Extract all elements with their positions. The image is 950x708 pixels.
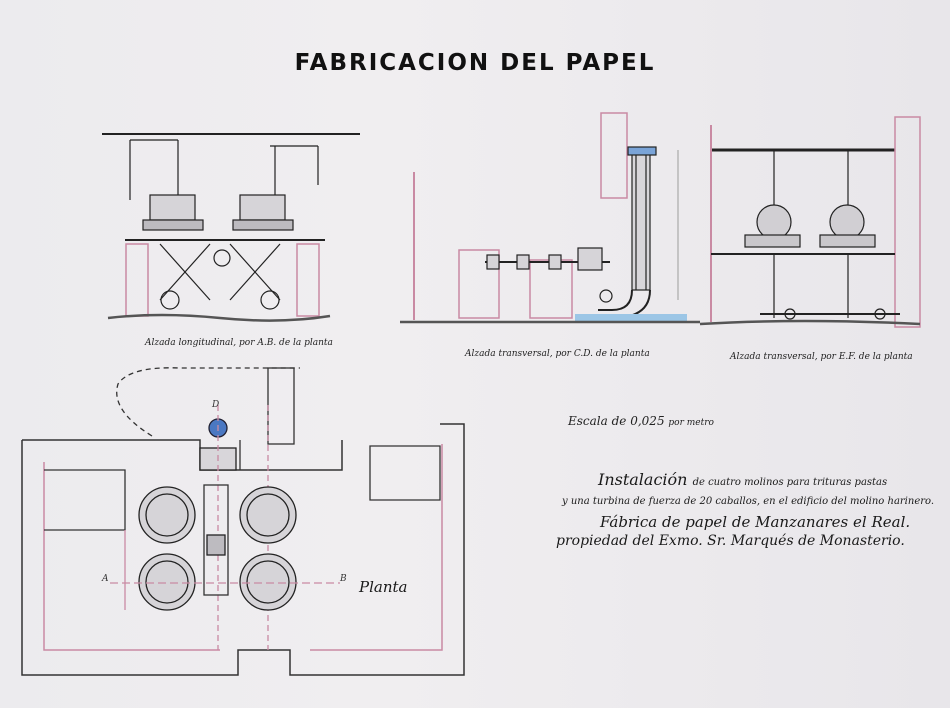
drawing-title: FABRICACION DEL PAPEL xyxy=(294,50,656,76)
section-letter-b: B xyxy=(340,574,347,584)
plan-view xyxy=(21,367,465,676)
elevation-ef xyxy=(699,116,921,328)
plan-label: Planta xyxy=(359,578,408,596)
caption-elevation-cd: Alzada transversal, por C.D. de la plant… xyxy=(465,349,650,359)
scale-value: 0,025 xyxy=(630,414,665,428)
section-letter-d: D xyxy=(212,400,220,410)
legend-heading-rest: de cuatro molinos para trituras pastas xyxy=(692,477,888,488)
elevation-cd xyxy=(400,112,700,324)
caption-elevation-ab: Alzada longitudinal, por A.B. de la plan… xyxy=(145,338,333,348)
legend-line-4: propiedad del Exmo. Sr. Marqués de Monas… xyxy=(556,533,905,549)
legend-line-1: Instalación de cuatro molinos para tritu… xyxy=(598,470,887,489)
caption-elevation-ef: Alzada transversal, por E.F. de la plant… xyxy=(730,352,913,362)
scale-note: Escala de 0,025 por metro xyxy=(568,414,714,428)
scale-prefix: Escala de xyxy=(568,414,627,428)
legend-line-2: y una turbina de fuerza de 20 caballos, … xyxy=(562,496,935,507)
legend-heading: Instalación xyxy=(598,470,688,489)
legend-line-3: Fábrica de papel de Manzanares el Real. xyxy=(600,513,911,531)
section-letter-a: A xyxy=(102,574,109,584)
elevation-ab xyxy=(102,133,360,322)
scale-suffix: por metro xyxy=(668,418,714,428)
